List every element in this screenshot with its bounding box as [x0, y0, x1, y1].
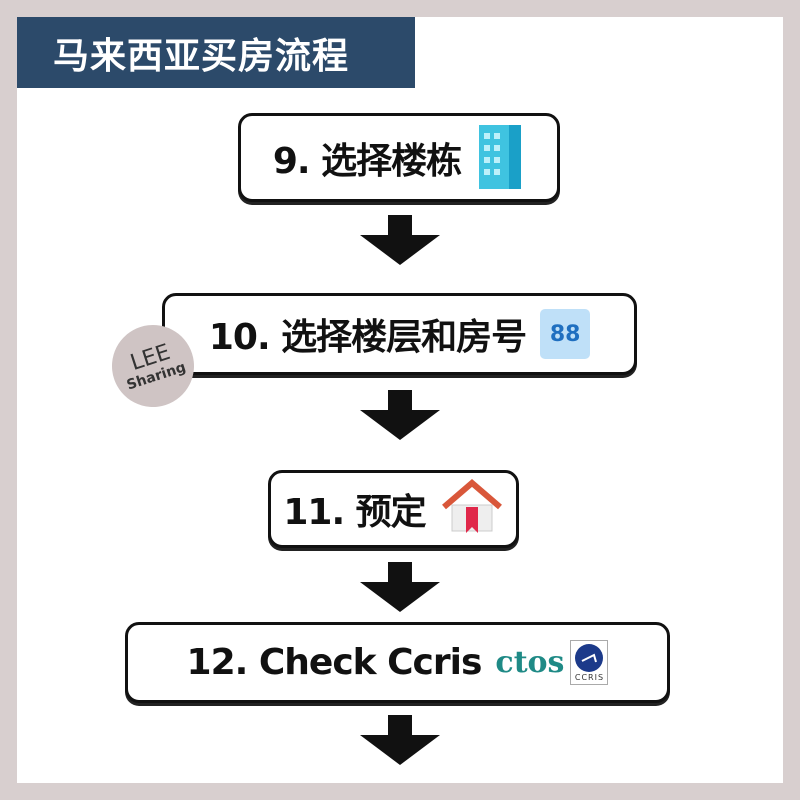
step-label: 10. 选择楼层和房号 [208, 317, 527, 358]
step-11-box: 11. 预定 [268, 470, 519, 548]
step-label: 12. Check Ccris [186, 642, 483, 683]
ccris-logo: CCRIS [570, 640, 609, 685]
ctos-logo: ctos [495, 645, 565, 680]
down-arrow-icon [360, 215, 440, 265]
step-9-box: 9. 选择楼栋 [238, 113, 560, 202]
down-arrow-icon [360, 715, 440, 765]
number-88-icon: 88 [540, 309, 591, 359]
down-arrow-icon [360, 390, 440, 440]
ccris-text: CCRIS [574, 673, 605, 682]
step-label: 11. 预定 [283, 492, 426, 533]
page-title: 马来西亚买房流程 [17, 17, 415, 88]
step-12-box: 12. Check Ccris ctos CCRIS [125, 622, 670, 703]
house-bookmark-icon [440, 479, 504, 539]
ccris-emblem-icon [575, 644, 604, 672]
step-10-box: 10. 选择楼层和房号 88 [162, 293, 637, 375]
down-arrow-icon [360, 562, 440, 612]
step-label: 9. 选择楼栋 [272, 140, 462, 182]
building-icon [475, 121, 525, 195]
